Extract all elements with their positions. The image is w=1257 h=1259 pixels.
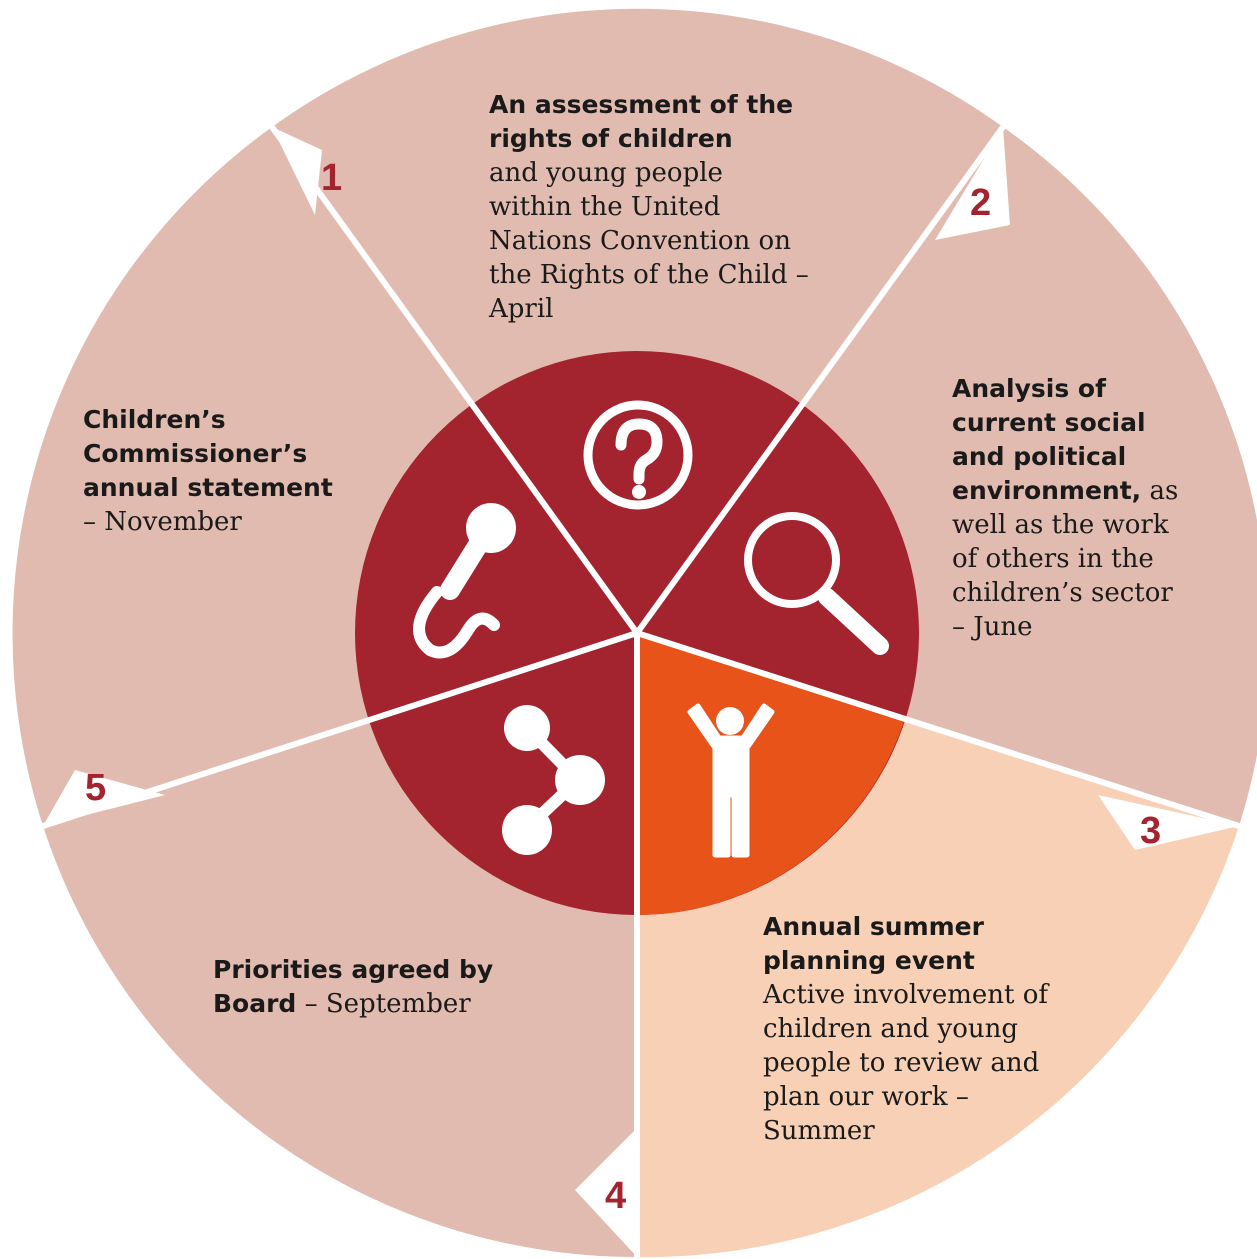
outer-segment-1 bbox=[272, 8, 1003, 633]
step-3-text: Annual summer planning event Active invo… bbox=[763, 910, 1083, 1148]
arrow-4 bbox=[575, 1130, 637, 1257]
arrow-2 bbox=[935, 127, 1010, 240]
step-2-text: Analysis of current social and political… bbox=[952, 372, 1192, 644]
step-4-text: Priorities agreed by Board – September bbox=[213, 953, 543, 1021]
magnifying-glass-icon bbox=[744, 512, 889, 655]
step-number-1: 1 bbox=[321, 157, 342, 199]
step-1-title: An assessment of the rights of children bbox=[489, 90, 794, 153]
arrow-1 bbox=[272, 127, 322, 215]
question-mark-icon bbox=[583, 400, 693, 510]
divider-line bbox=[636, 630, 1240, 829]
step-1-text: An assessment of the rights of children … bbox=[489, 88, 809, 326]
step-1-body: and young people within the United Natio… bbox=[489, 158, 809, 324]
step-2-body: as well as the work of others in the chi… bbox=[952, 476, 1179, 642]
step-number-3: 3 bbox=[1140, 810, 1161, 852]
divider-lines bbox=[42, 125, 1240, 1257]
arrow-5 bbox=[43, 770, 165, 826]
step-3-body: Active involvement of children and young… bbox=[763, 980, 1049, 1146]
inner-segment-3 bbox=[637, 633, 905, 915]
step-2-title: Analysis of current social and political… bbox=[952, 374, 1146, 505]
step-3-title: Annual summer planning event bbox=[763, 912, 984, 975]
step-5-title: Children’s Commissioner’s annual stateme… bbox=[83, 405, 333, 502]
share-nodes-icon bbox=[502, 705, 605, 855]
step-number-5: 5 bbox=[85, 767, 106, 809]
divider-line bbox=[634, 125, 1006, 635]
step-number-4: 4 bbox=[605, 1175, 626, 1217]
step-4-body: – September bbox=[304, 989, 471, 1019]
step-5-body: – November bbox=[83, 507, 242, 537]
person-arms-raised-icon bbox=[687, 703, 775, 858]
direction-arrows bbox=[43, 127, 1239, 1257]
step-5-text: Children’s Commissioner’s annual stateme… bbox=[83, 403, 373, 539]
step-4-title: Priorities agreed by Board bbox=[213, 955, 494, 1018]
arrow-3 bbox=[1098, 795, 1239, 850]
microphone-icon bbox=[413, 503, 516, 659]
divider-line bbox=[269, 125, 640, 635]
step-number-2: 2 bbox=[970, 182, 991, 224]
